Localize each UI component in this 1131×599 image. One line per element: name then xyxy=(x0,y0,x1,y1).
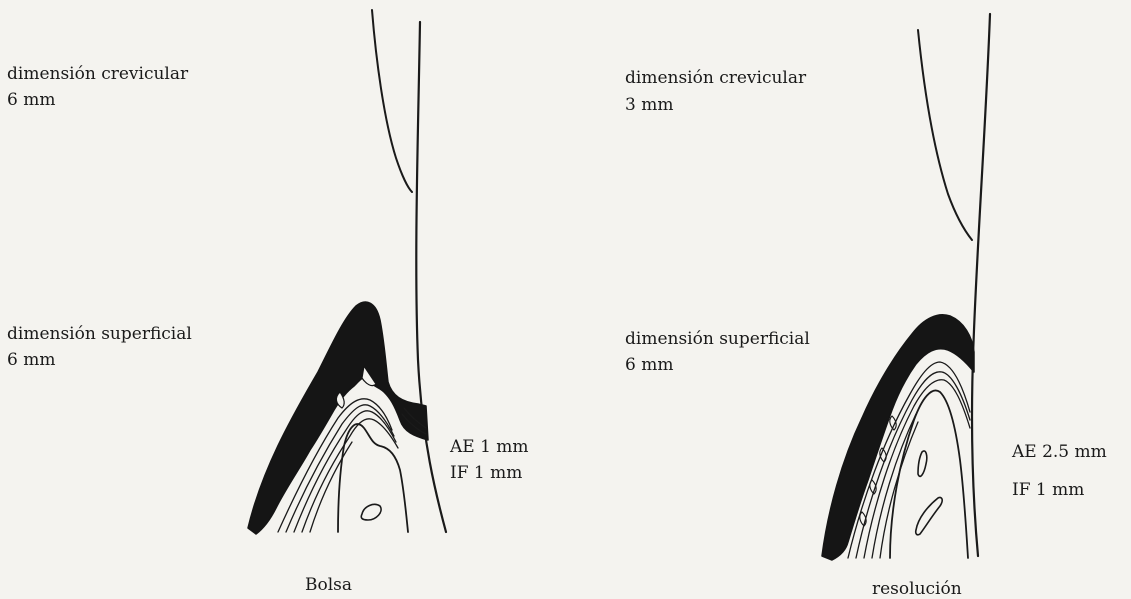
left-pocket-drawing xyxy=(248,10,446,534)
right-marrow-space xyxy=(916,497,942,534)
left-marrow-space xyxy=(361,504,381,520)
right-marrow-space-2 xyxy=(918,451,927,476)
left-tooth-surface xyxy=(416,22,446,532)
right-resolution-drawing xyxy=(822,14,990,560)
right-tooth-surface xyxy=(972,14,990,556)
left-alveolar-bone xyxy=(338,424,408,532)
right-crevice-wall xyxy=(918,30,972,240)
right-gingival-epithelium xyxy=(822,315,974,560)
right-alveolar-bone xyxy=(890,390,968,558)
left-pocket-wall xyxy=(372,10,412,192)
